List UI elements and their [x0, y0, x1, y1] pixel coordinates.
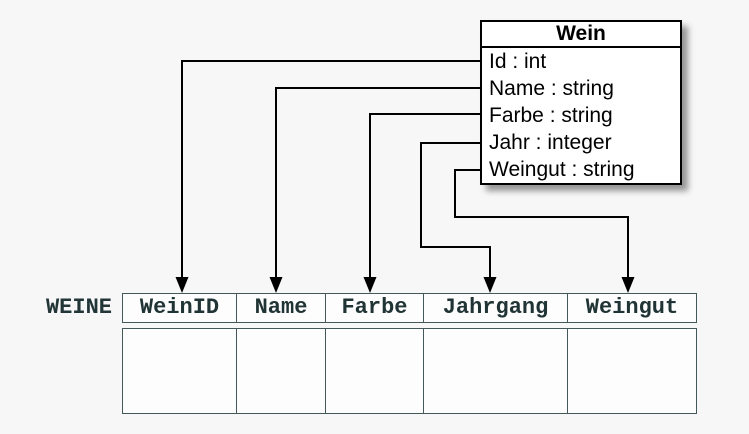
uml-attribute-farbe: Farbe : string	[489, 104, 613, 127]
table-name-label: WEINE	[45, 295, 112, 320]
uml-class-wein: Wein Id : int Name : string Farbe : stri…	[480, 20, 682, 185]
arrowhead-icon	[175, 277, 189, 293]
table-header-row: WeinID Name Farbe Jahrgang Weingut	[122, 293, 697, 323]
arrowhead-icon	[269, 277, 283, 293]
column-header-jahrgang: Jahrgang	[424, 294, 568, 322]
table-cell-empty	[123, 329, 237, 413]
table-cell-empty	[237, 329, 326, 413]
uml-attribute-weingut: Weingut : string	[489, 158, 635, 181]
uml-class-title: Wein	[482, 22, 680, 48]
table-body-row	[122, 328, 697, 414]
connector-weingut-to-weingut	[454, 169, 629, 279]
uml-attribute-name: Name : string	[489, 77, 614, 100]
column-header-name: Name	[237, 294, 326, 322]
connector-id-to-weinid	[181, 60, 480, 279]
table-cell-empty	[568, 329, 696, 413]
arrowhead-icon	[621, 277, 635, 293]
column-header-farbe: Farbe	[326, 294, 424, 322]
connector-farbe-to-farbe	[369, 113, 480, 279]
arrowhead-icon	[363, 277, 377, 293]
connector-jahr-to-jahrgang	[420, 142, 491, 279]
uml-attribute-id: Id : int	[489, 50, 547, 73]
arrowhead-icon	[483, 277, 497, 293]
connector-name-to-name	[275, 87, 480, 279]
table-cell-empty	[424, 329, 568, 413]
table-cell-empty	[326, 329, 424, 413]
column-header-weinid: WeinID	[123, 294, 237, 322]
uml-attribute-jahr: Jahr : integer	[489, 131, 612, 154]
column-header-weingut: Weingut	[585, 295, 679, 320]
